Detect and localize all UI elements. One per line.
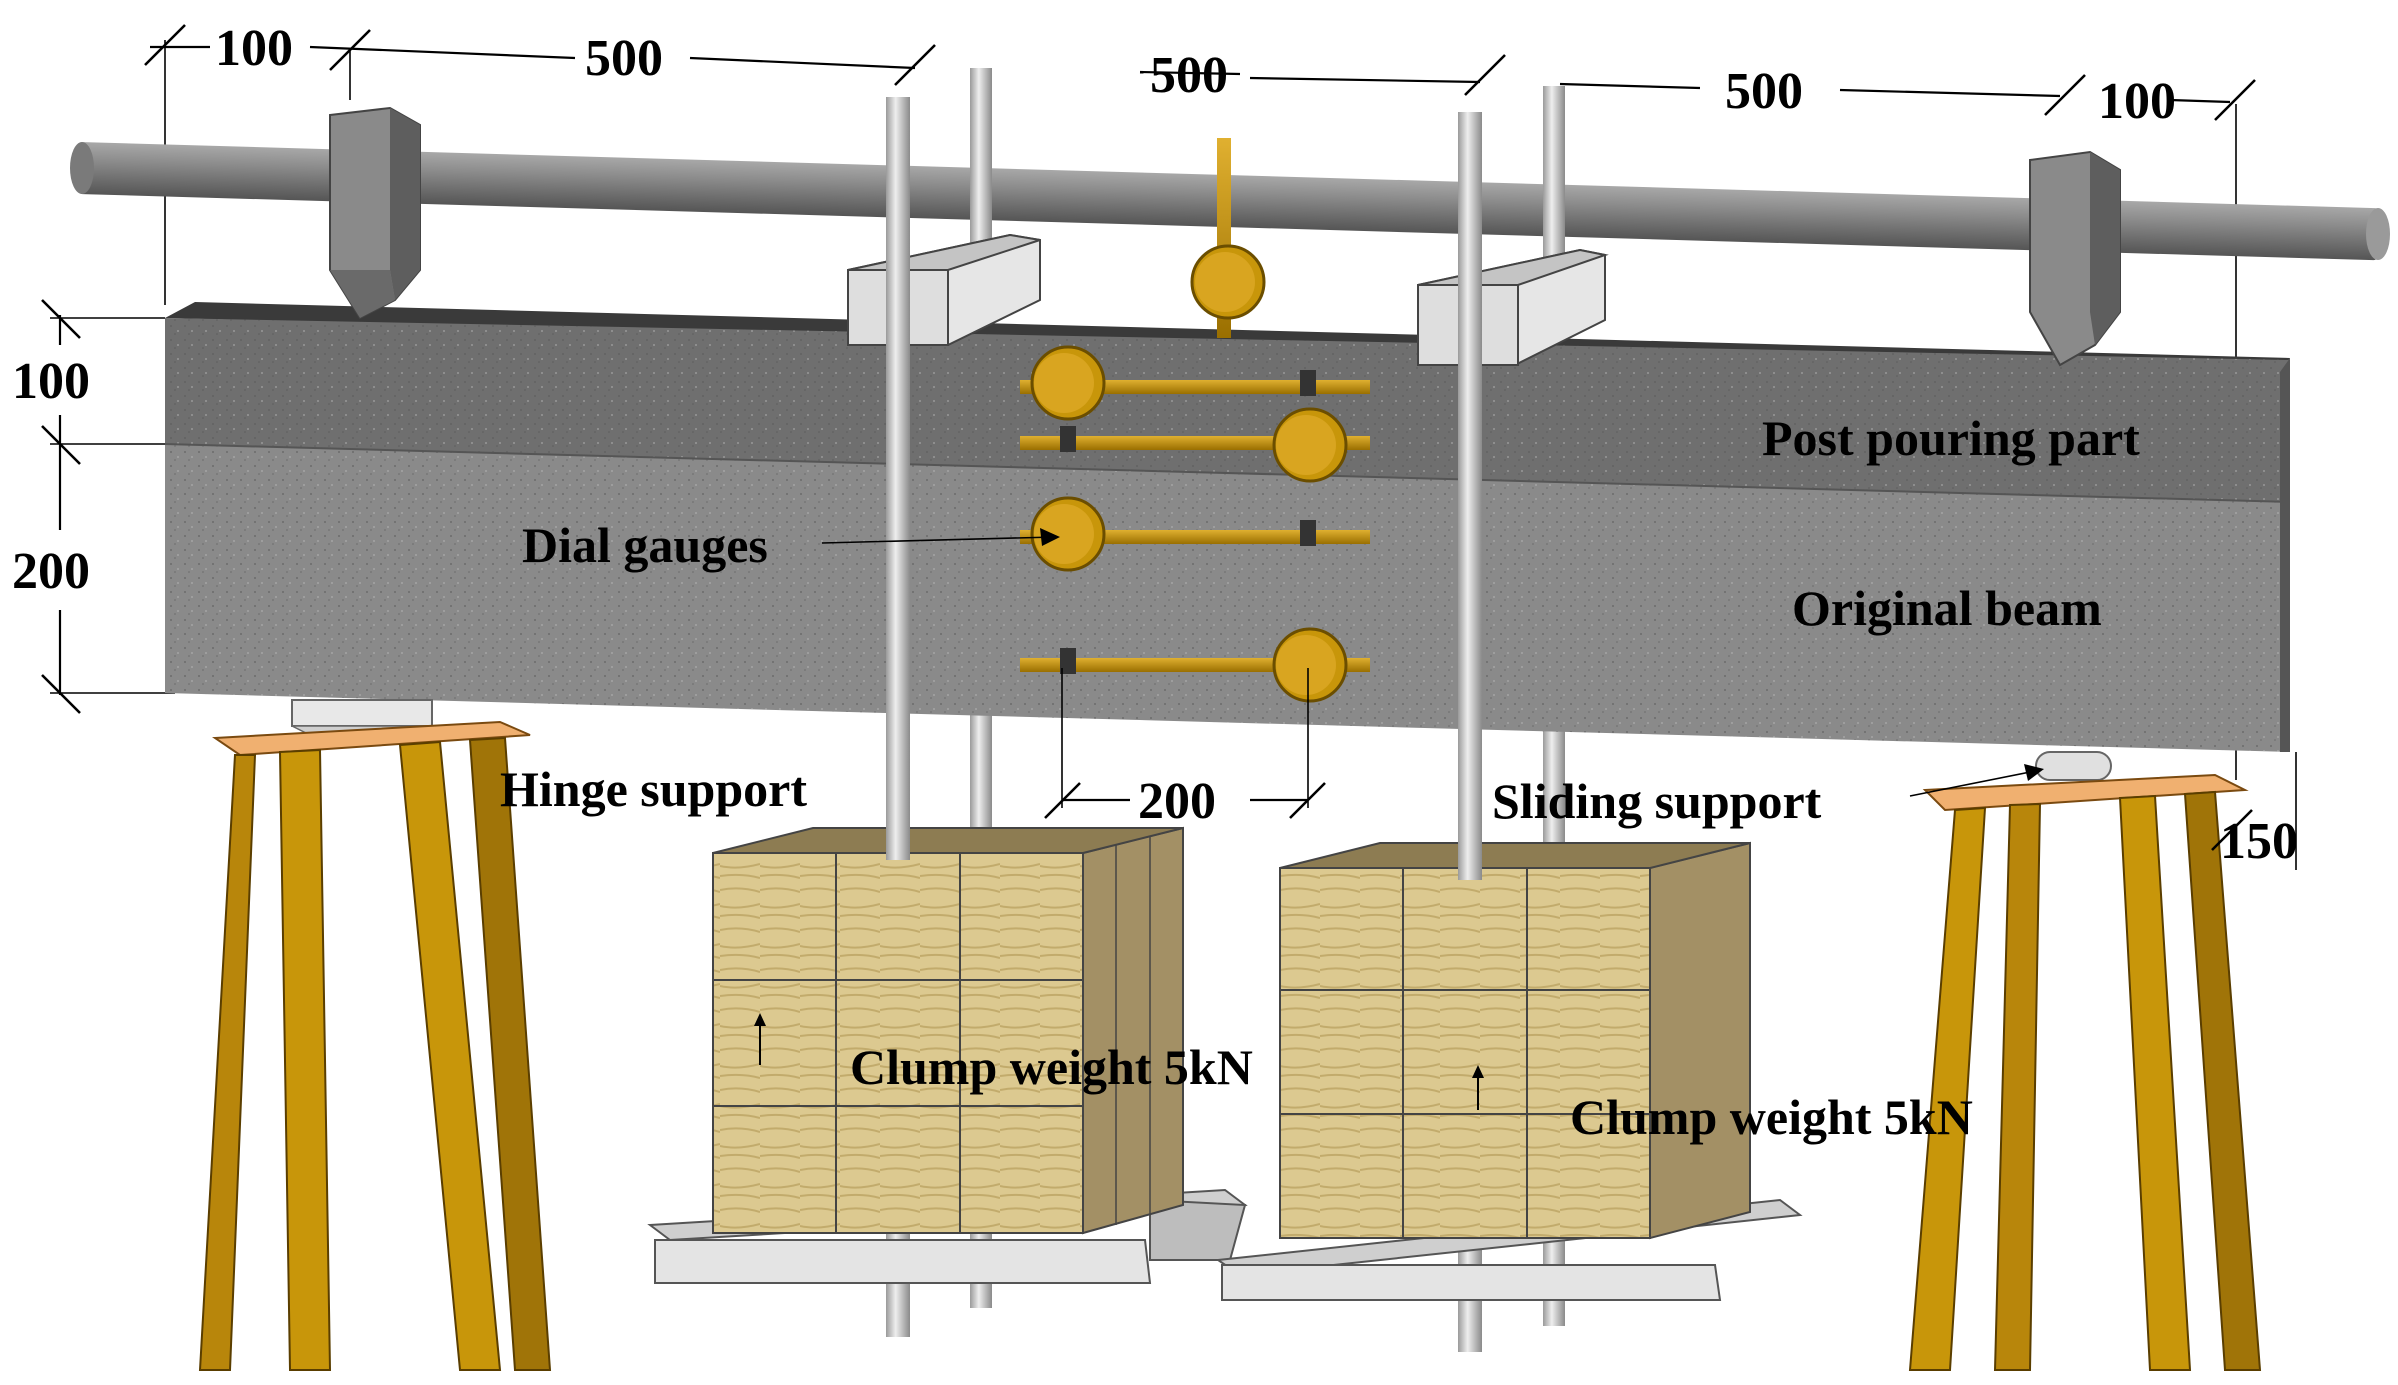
label-post-pouring-part: Post pouring part [1762,410,2140,466]
label-hinge-support: Hinge support [500,761,807,817]
dim-post-pouring-depth: 100 [12,353,90,410]
dial-gauge-row-1 [1020,345,1370,421]
label-clump-weight-left: Clump weight 5kN [850,1039,1253,1095]
concrete-beam [164,302,2291,752]
dim-gauge-spacing: 200 [1138,773,1216,830]
knife-edge-left [329,106,421,320]
dial-gauge-row-3 [1020,496,1370,572]
dim-original-depth: 200 [12,543,90,600]
right-stand [1908,773,2262,1371]
dim-span-1: 500 [585,30,663,87]
dim-top-right-overhang: 100 [2098,73,2176,130]
sliding-support [2035,751,2112,781]
left-stand [198,720,552,1371]
dim-span-3: 500 [1725,63,1803,120]
gauge-spacing-dimension [1044,668,1326,819]
label-sliding-support: Sliding support [1492,773,1822,829]
dim-span-2: 500 [1150,47,1228,104]
dim-support-offset: 150 [2220,813,2298,870]
clump-weight-right [1215,840,1803,1301]
dial-gauge-row-4 [1020,627,1370,703]
dim-top-left-overhang: 100 [215,20,293,77]
dial-gauge-row-2 [1020,407,1370,483]
label-dial-gauges: Dial gauges [522,517,768,573]
clump-weight-left [647,820,1248,1284]
depth-dimension-chain [41,299,175,714]
label-clump-weight-right: Clump weight 5kN [1570,1089,1973,1145]
label-original-beam: Original beam [1792,580,2102,636]
knife-edge-right [2029,150,2121,367]
dial-gauge-top [1190,138,1266,338]
